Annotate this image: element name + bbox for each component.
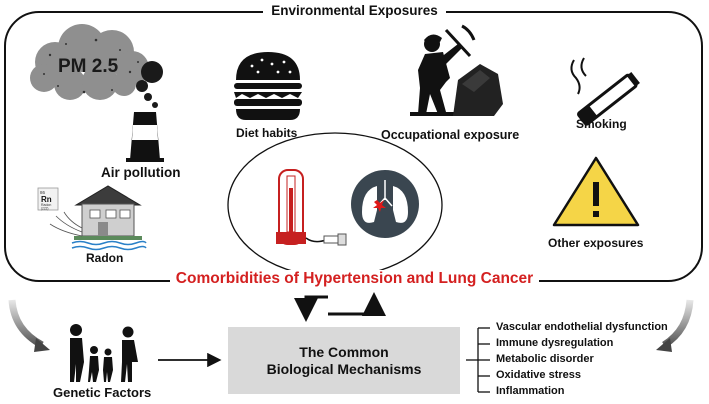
other-exposures-label: Other exposures <box>548 236 644 250</box>
family-icon <box>70 324 138 382</box>
air-pollution-label: Air pollution <box>101 165 181 180</box>
radon-arrows <box>49 211 83 237</box>
svg-text:Radon: Radon <box>41 203 51 207</box>
environmental-exposures-title: Environmental Exposures <box>0 3 709 18</box>
smoke-icon <box>136 61 163 108</box>
warning-triangle-icon <box>552 156 640 227</box>
radon-label: Radon <box>86 251 124 265</box>
radon-element-tile: 86 Rn Radon (222) <box>37 187 59 211</box>
mechanism-bracket <box>466 327 490 393</box>
pm25-label: PM 2.5 <box>58 56 119 77</box>
feedback-arrows <box>294 292 386 322</box>
miner-icon <box>410 24 480 116</box>
comorbidities-title: Comorbidities of Hypertension and Lung C… <box>0 270 709 288</box>
lungs-tumor-icon <box>351 170 419 238</box>
svg-text:(222): (222) <box>41 207 48 211</box>
common-mechanisms-label: The Common Biological Mechanisms <box>266 343 422 377</box>
burger-icon <box>234 52 302 120</box>
mechanism-item: Vascular endothelial dysfunction <box>496 321 668 333</box>
cigarette-icon <box>570 57 640 126</box>
pm25-cloud-icon <box>30 24 149 100</box>
smoking-label: Smoking <box>576 117 627 131</box>
left-curved-arrow-head <box>34 338 50 352</box>
mechanism-item: Inflammation <box>496 385 565 397</box>
occupational-exposure-label: Occupational exposure <box>381 128 520 142</box>
house-icon <box>71 185 147 251</box>
genetic-factors-label: Genetic Factors <box>53 385 152 400</box>
common-mechanisms-box: The Common Biological Mechanisms <box>228 327 460 394</box>
left-curved-arrow <box>8 299 44 349</box>
svg-text:86: 86 <box>40 190 46 195</box>
diet-habits-label: Diet habits <box>236 126 298 140</box>
right-curved-arrow-head <box>656 338 672 352</box>
blood-pressure-gauge-icon <box>276 169 347 246</box>
mechanism-item: Immune dysregulation <box>496 337 614 349</box>
mechanism-item: Oxidative stress <box>496 369 581 381</box>
mechanism-item: Metabolic disorder <box>496 353 594 365</box>
svg-text:Rn: Rn <box>41 195 52 204</box>
rock-icon <box>453 64 503 116</box>
chimney-icon <box>126 112 164 162</box>
